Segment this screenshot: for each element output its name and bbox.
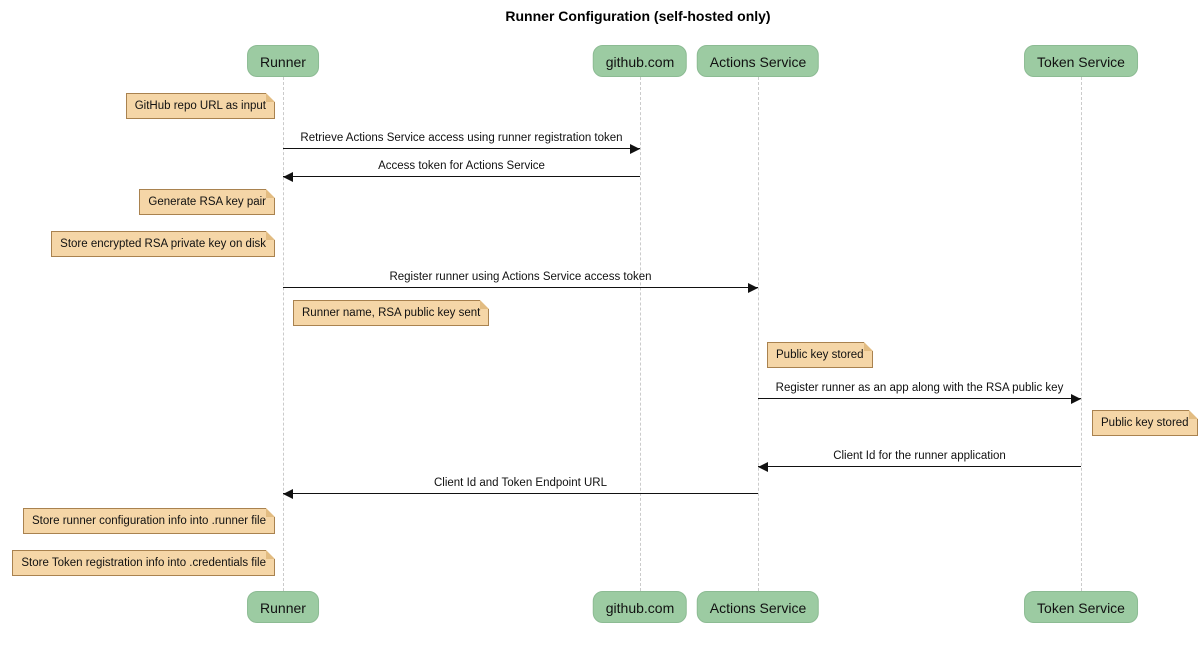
participant-github-com-bottom: github.com [592, 591, 688, 623]
lifeline-github-com [640, 77, 641, 591]
note: Store encrypted RSA private key on disk [51, 231, 275, 257]
message-label: Register runner as an app along with the… [775, 382, 1064, 394]
note-label: Public key stored [776, 349, 864, 361]
arrowhead-icon [630, 144, 640, 154]
note: GitHub repo URL as input [125, 93, 275, 119]
message-label: Retrieve Actions Service access using ru… [300, 132, 623, 144]
message-line [283, 176, 640, 177]
participant-github-com-top: github.com [592, 45, 688, 77]
message-line [283, 148, 640, 149]
participant-runner-bottom: Runner [247, 591, 319, 623]
participant-actions-service-bottom: Actions Service [696, 591, 820, 623]
message-label: Register runner using Actions Service ac… [389, 271, 652, 283]
diagram-title: Runner Configuration (self-hosted only) [505, 8, 771, 24]
note-fold-corner-icon [863, 342, 873, 351]
participant-token-service-bottom: Token Service [1024, 591, 1138, 623]
note-fold-corner-icon [480, 300, 490, 309]
message-label: Client Id for the runner application [833, 450, 1006, 462]
message-line [283, 493, 758, 494]
message-line [283, 287, 758, 288]
message-label: Access token for Actions Service [378, 160, 545, 172]
lifeline-runner [283, 77, 284, 591]
note-label: Runner name, RSA public key sent [302, 307, 481, 319]
lifeline-token-service [1081, 77, 1082, 591]
note: Store runner configuration info into .ru… [23, 508, 275, 534]
participant-actions-service-top: Actions Service [696, 45, 820, 77]
note: Runner name, RSA public key sent [293, 300, 490, 326]
arrowhead-icon [1071, 394, 1081, 404]
message-label: Client Id and Token Endpoint URL [433, 477, 608, 489]
note-label: GitHub repo URL as input [134, 100, 266, 112]
note-label: Store encrypted RSA private key on disk [60, 238, 266, 250]
message-line [758, 398, 1081, 399]
arrowhead-icon [758, 462, 768, 472]
note-fold-corner-icon [1188, 410, 1198, 419]
note: Store Token registration info into .cred… [12, 550, 275, 576]
note-fold-corner-icon [266, 189, 275, 198]
note-label: Store Token registration info into .cred… [21, 557, 266, 569]
note: Generate RSA key pair [139, 189, 275, 215]
arrowhead-icon [283, 489, 293, 499]
message-line [758, 466, 1081, 467]
arrowhead-icon [748, 283, 758, 293]
note: Public key stored [1092, 410, 1198, 436]
note-label: Generate RSA key pair [148, 196, 266, 208]
arrowhead-icon [283, 172, 293, 182]
note: Public key stored [767, 342, 873, 368]
note-fold-corner-icon [266, 93, 275, 102]
lifeline-actions-service [758, 77, 759, 591]
note-fold-corner-icon [266, 550, 275, 559]
note-fold-corner-icon [266, 508, 275, 517]
note-label: Store runner configuration info into .ru… [32, 515, 266, 527]
participant-runner-top: Runner [247, 45, 319, 77]
note-label: Public key stored [1101, 417, 1189, 429]
participant-token-service-top: Token Service [1024, 45, 1138, 77]
note-fold-corner-icon [266, 231, 275, 240]
